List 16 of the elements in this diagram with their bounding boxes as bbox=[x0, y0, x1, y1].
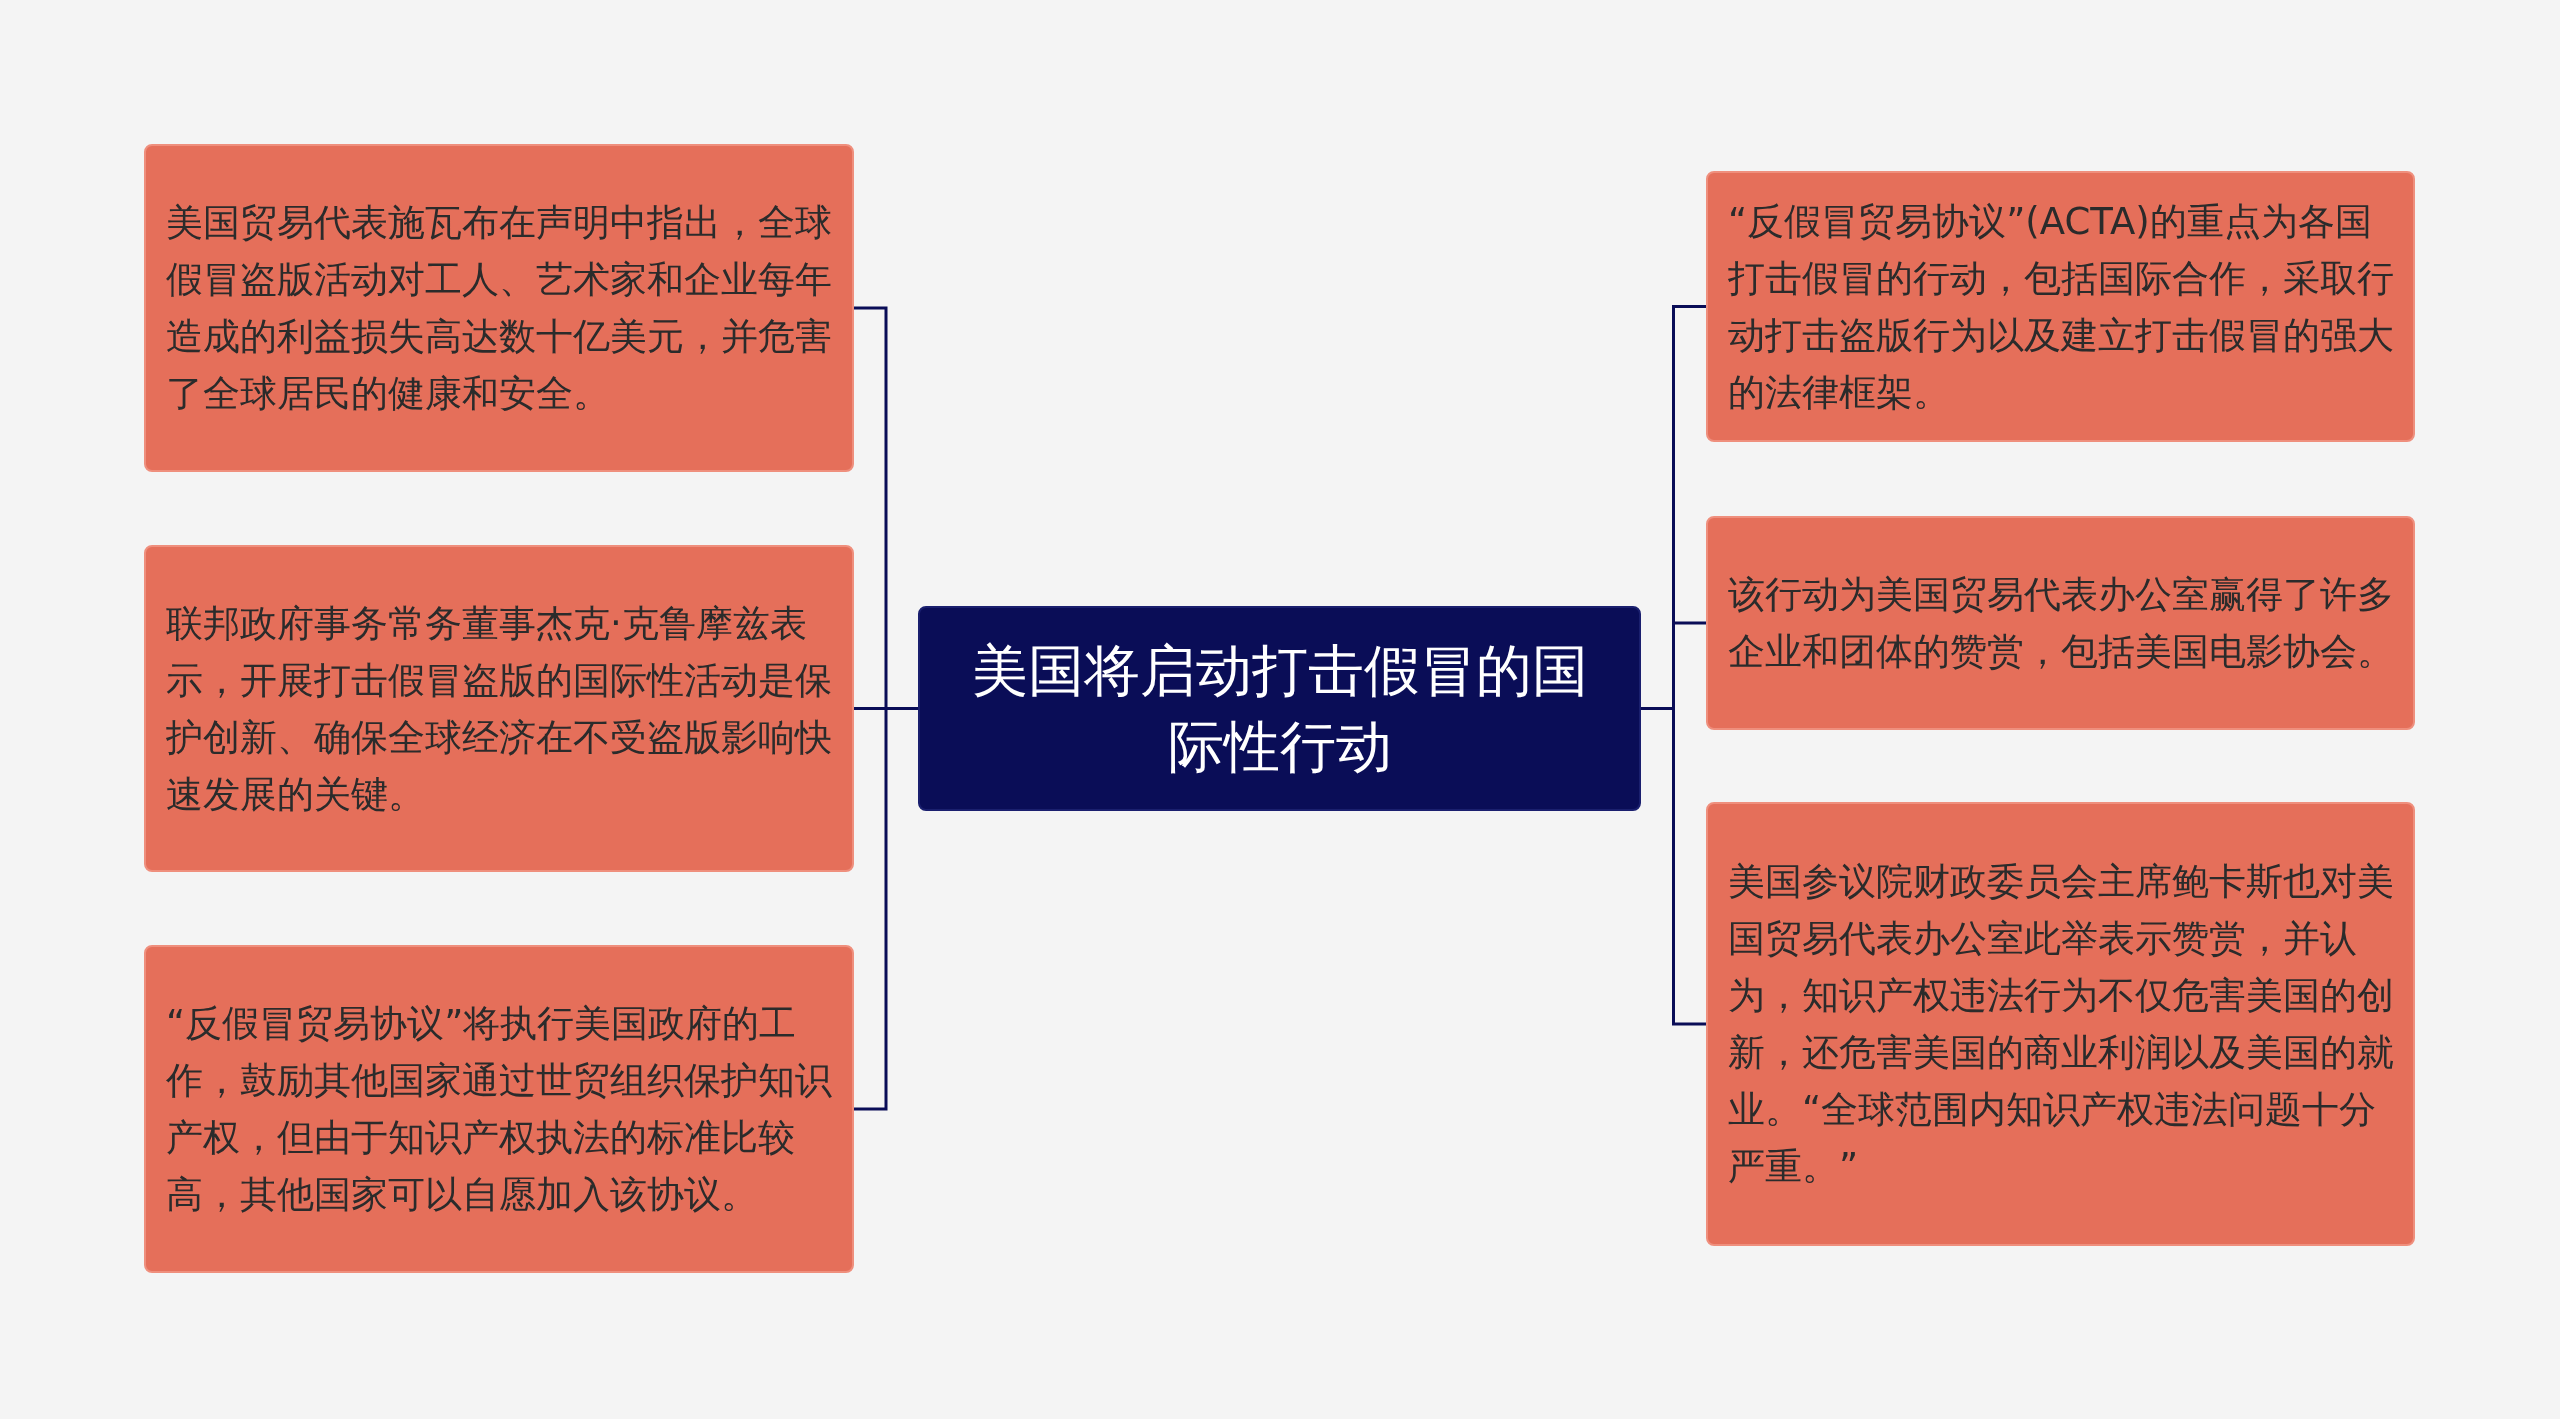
topic-text: 美国参议院财政委员会主席鲍卡斯也对美国贸易代表办公室此举表示赞赏，并认为，知识产权违法行为不仅危害美国的创新，还危害美国的商业利润以及美国的就业。“全球范围内知识产权违法问题十分严重。” bbox=[1728, 859, 2395, 1190]
central-topic-box bbox=[918, 606, 1641, 811]
connector-line bbox=[854, 707, 918, 1111]
topic-text: 该行动为美国贸易代表办公室赢得了许多企业和团体的赞赏，包括美国电影协会。 bbox=[1728, 572, 2395, 675]
connector-line bbox=[1641, 707, 1706, 1026]
subtopic-box bbox=[1706, 171, 2415, 442]
subtopic-box bbox=[144, 144, 854, 472]
subtopic-box bbox=[1706, 802, 2415, 1246]
topic-title: 美国将启动打击假冒的国际性行动 bbox=[970, 636, 1589, 781]
topic-text: 美国贸易代表施瓦布在声明中指出，全球假冒盗版活动对工人、艺术家和企业每年造成的利益损失高达数十亿美元，并危害了全球居民的健康和安全。 bbox=[166, 200, 833, 417]
topic-text: “反假冒贸易协议”将执行美国政府的工作，鼓励其他国家通过世贸组织保护知识产权，但由于知识产权执法的标准比较高，其他国家可以自愿加入该协议。 bbox=[166, 1001, 833, 1218]
topic-text: “反假冒贸易协议”(ACTA)的重点为各国打击假冒的行动，包括国际合作，采取行动打击盗版行为以及建立打击假冒的强大的法律框架。 bbox=[1728, 198, 2395, 416]
subtopic-box bbox=[144, 945, 854, 1273]
topic-text: 联邦政府事务常务董事杰克·克鲁摩兹表示，开展打击假冒盗版的国际性活动是保护创新、确保全球经济在不受盗版影响快速发展的关键。 bbox=[166, 600, 833, 818]
subtopic-box bbox=[144, 545, 854, 872]
subtopic-box bbox=[1706, 516, 2415, 730]
